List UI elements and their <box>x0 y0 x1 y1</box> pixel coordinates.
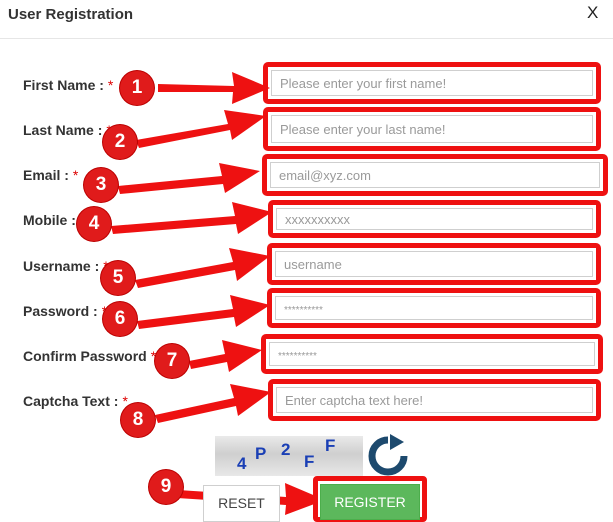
annotation-badge-4: 4 <box>77 207 111 241</box>
last-name-input[interactable] <box>271 115 593 143</box>
first-name-label-text: First Name : <box>23 77 104 93</box>
username-label-text: Username : <box>23 258 100 274</box>
first-name-input[interactable] <box>271 70 593 96</box>
password-label-text: Password : <box>23 303 98 319</box>
annotation-badge-9: 9 <box>149 470 183 504</box>
close-icon[interactable]: X <box>587 3 599 22</box>
required-marker: * <box>122 393 128 409</box>
reset-button[interactable]: RESET <box>203 485 280 522</box>
annotation-badge-7: 7 <box>155 344 189 378</box>
captcha-char: F <box>325 436 336 455</box>
required-marker: * <box>107 77 114 93</box>
annotation-badge-6: 6 <box>103 302 137 336</box>
annotation-badge-1: 1 <box>120 71 154 105</box>
email-label-text: Email : <box>23 167 69 183</box>
arrow-6 <box>137 295 270 329</box>
mobile-label-text: Mobile : <box>23 212 76 228</box>
register-button[interactable]: REGISTER <box>320 484 420 520</box>
email-label: Email :* <box>23 167 78 183</box>
arrow-1 <box>158 72 270 104</box>
email-frame <box>262 154 608 196</box>
captcha-text-label-text: Captcha Text : <box>23 393 119 409</box>
captcha-char: F <box>304 452 315 471</box>
captcha-image: 4 P 2 F F <box>215 436 363 476</box>
captcha-text-label: Captcha Text :* <box>23 393 128 409</box>
captcha-char: P <box>255 444 267 463</box>
arrow-8 <box>155 384 271 423</box>
arrow-4 <box>111 202 272 234</box>
first-name-label: First Name :* <box>23 77 113 93</box>
annotation-badge-3: 3 <box>84 168 118 202</box>
required-marker: * <box>72 167 79 183</box>
arrow-7 <box>189 340 262 372</box>
mobile-frame <box>268 200 601 238</box>
last-name-label-text: Last Name : <box>23 122 103 138</box>
first-name-frame <box>263 62 601 104</box>
confirm-password-label: Confirm Password* <box>23 348 156 364</box>
username-frame <box>267 243 601 285</box>
annotation-badge-2: 2 <box>103 125 137 159</box>
arrow-5 <box>135 248 270 288</box>
password-frame <box>267 288 601 328</box>
confirm-password-frame <box>261 334 603 374</box>
captcha-text-frame <box>268 379 601 421</box>
confirm-password-input[interactable] <box>269 342 595 366</box>
captcha-char: 2 <box>281 440 291 459</box>
last-name-frame <box>263 107 601 151</box>
mobile-input[interactable] <box>276 208 593 230</box>
password-input[interactable] <box>275 296 593 320</box>
dialog-titlebar: User Registration X <box>0 0 613 39</box>
captcha-char: 4 <box>237 454 247 473</box>
required-marker: * <box>150 348 157 364</box>
username-input[interactable] <box>275 251 593 277</box>
annotation-badge-8: 8 <box>121 403 155 437</box>
refresh-icon[interactable] <box>366 434 410 478</box>
confirm-password-label-text: Confirm Password <box>23 348 147 364</box>
arrow-2 <box>136 110 266 148</box>
email-input[interactable] <box>270 162 600 188</box>
annotation-badge-5: 5 <box>101 261 135 295</box>
dialog-title: User Registration <box>8 6 134 23</box>
arrow-3 <box>118 163 260 194</box>
captcha-text-input[interactable] <box>276 387 593 413</box>
